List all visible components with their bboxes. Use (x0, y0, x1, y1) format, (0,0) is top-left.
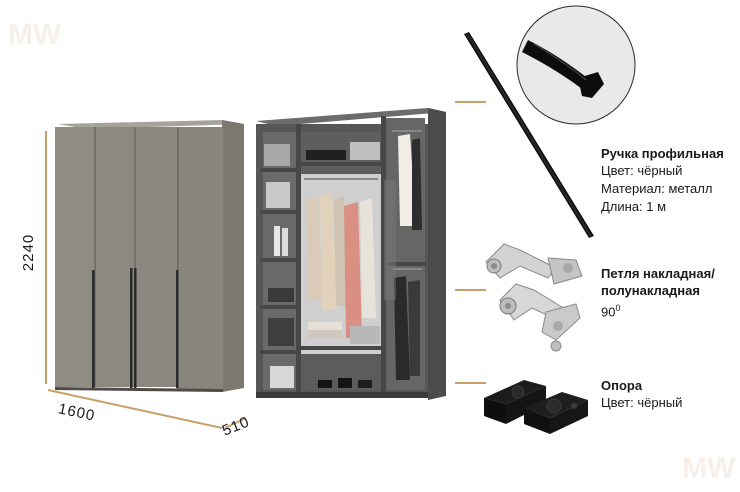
handle-length: Длина: 1 м (601, 199, 667, 214)
wardrobe-open-image (256, 108, 446, 400)
svg-text:MW: MW (682, 452, 736, 485)
height-value: 2240 (20, 233, 38, 272)
hinge-title-line1: Петля накладная/ (601, 266, 715, 281)
logo-watermark-icon: MW (8, 18, 62, 51)
height-dimension-label: 2240 (20, 234, 37, 271)
handle-profile-image (464, 5, 636, 238)
hinge-angle-value: 90 (601, 304, 616, 320)
hinge-callout: Петля накладная/ полунакладная 900 (601, 265, 736, 321)
dimension-lines (45, 131, 247, 429)
svg-text:MW: MW (8, 18, 62, 51)
handle-callout: Ручка профильная Цвет: чёрный Материал: … (601, 145, 736, 216)
hinge-angle: 900 (601, 299, 736, 321)
hinge-image (485, 243, 583, 352)
support-title: Опора (601, 378, 643, 393)
logo-watermark-icon: MW (682, 452, 736, 485)
hinge-title-line2: полунакладная (601, 283, 700, 298)
handle-material: Материал: металл (601, 181, 713, 196)
support-color: Цвет: чёрный (601, 395, 683, 410)
leader-lines (455, 101, 486, 384)
support-foot-image (484, 380, 588, 434)
support-callout: Опора Цвет: чёрный (601, 377, 736, 412)
handle-title: Ручка профильная (601, 146, 724, 161)
hinge-degree-sign: 0 (615, 303, 621, 313)
handle-color: Цвет: чёрный (601, 163, 683, 178)
wardrobe-closed-image (55, 120, 244, 392)
